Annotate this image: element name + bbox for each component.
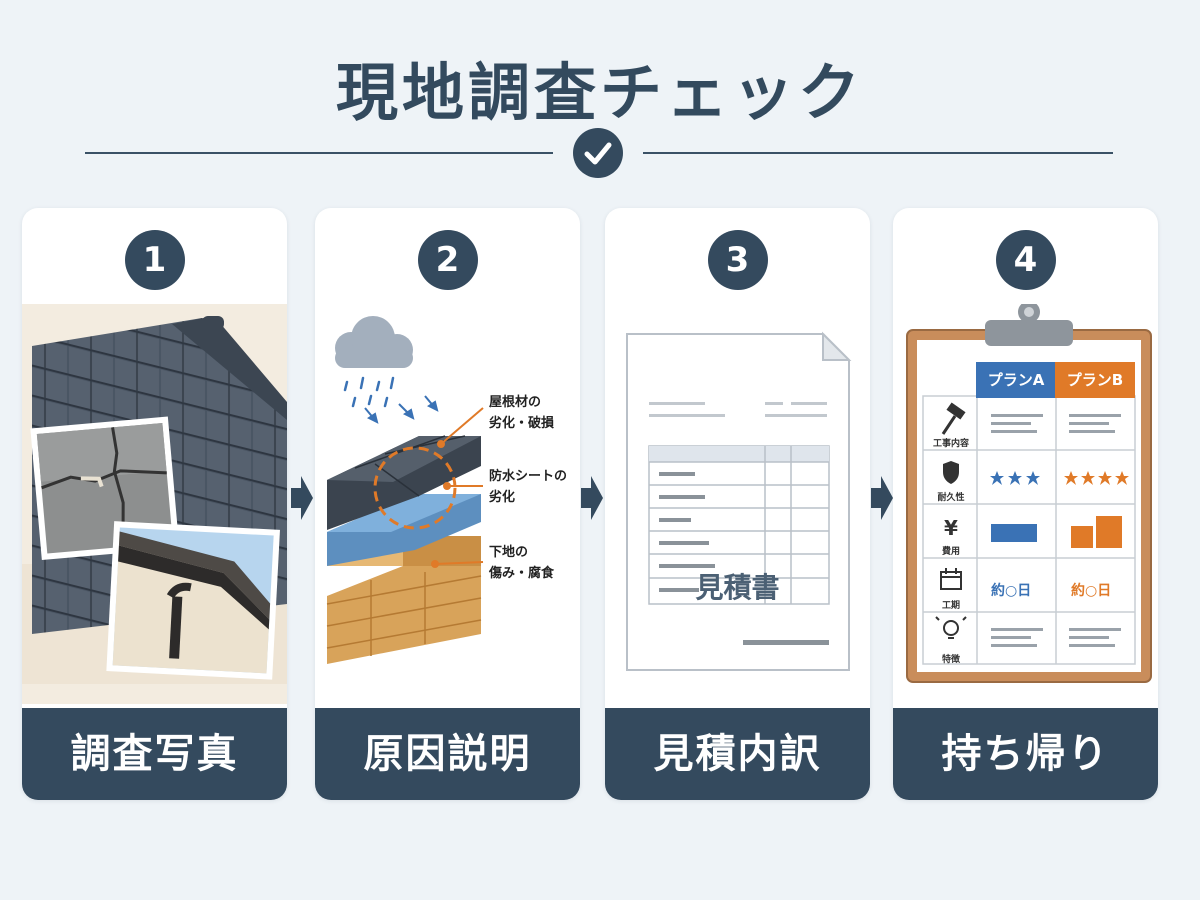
step-label-2: 原因説明 [315,708,580,800]
hammer-icon [941,402,966,435]
row-label-durability: 耐久性 [937,493,965,503]
step-label-3: 見積内訳 [605,708,870,800]
arrow-right-icon [871,476,893,520]
estimate-document [626,331,852,671]
row-label-features: 特徴 [941,655,960,665]
step-card-2: 2 [315,208,580,800]
roof-cross-section [326,316,484,664]
shield-icon [943,461,959,484]
roof-photo [22,304,287,704]
annotation-leaders [431,407,484,568]
plan-b-header: プランB [1055,362,1135,398]
step-card-4: 4 [893,208,1158,800]
plan-a-duration: 約○日 [991,583,1032,599]
title-rule-right [643,152,1113,154]
calendar-icon [940,568,962,590]
plan-a-stars [990,471,1040,485]
plan-b-duration: 約○日 [1071,583,1112,599]
page-title: 現地調査チェック [335,56,864,129]
step-label-4: 持ち帰り [893,708,1158,800]
step-card-1: 1 [22,208,287,800]
step-card-3: 3 見積書 ¥ 見積内訳 [605,208,870,800]
step-label-1: 調査写真 [22,708,287,800]
arrow-right-icon [581,476,603,520]
lightbulb-icon [935,616,967,639]
arrow-right-icon [291,476,313,520]
rain-arrows [364,395,439,424]
step-number-4: 4 [995,230,1056,290]
gutter-photo [106,521,280,680]
row-label-period: 工期 [941,601,960,611]
plan-a-header: プランA [976,362,1056,398]
step-number-2: 2 [417,230,478,290]
estimate-doc-title: 見積書 [695,571,780,604]
rain-cloud-icon [335,316,413,368]
row-label-work: 工事内容 [932,439,969,449]
row-label-cost: 費用 [941,547,960,557]
step-number-3: 3 [707,230,768,290]
rain-drops [343,376,395,408]
title-rule-left [85,152,553,154]
annotation-substrate: 下地の 傷み・腐食 [489,545,555,581]
yen-icon: ¥ [944,516,958,540]
annotation-waterproof-sheet: 防水シートの 劣化 [489,469,568,505]
annotation-roof-material: 屋根材の 劣化・破損 [489,395,555,431]
step-number-1: 1 [124,230,185,290]
check-icon [573,128,623,178]
plan-b-stars [1064,471,1129,485]
